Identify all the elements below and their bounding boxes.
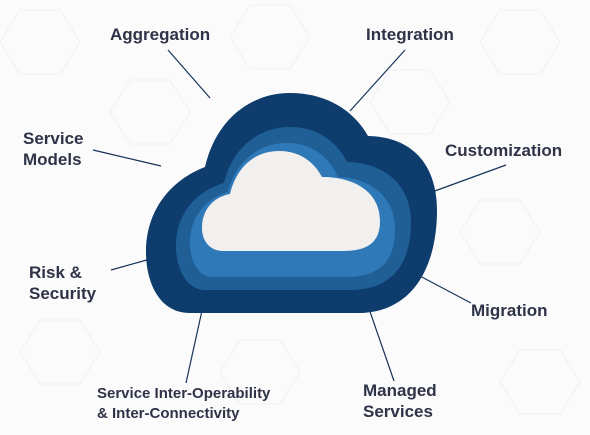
label-migration-line-1: Migration — [471, 301, 548, 320]
label-risk-security-line-1: Risk & — [29, 263, 82, 282]
label-service-models-line-2: Models — [23, 150, 82, 169]
connector-integration — [349, 49, 406, 112]
label-interop: Service Inter-Operability & Inter-Connec… — [97, 384, 270, 424]
label-integration: Integration — [366, 24, 454, 45]
label-managed-services: Managed Services — [363, 380, 437, 422]
cloud-icon — [146, 93, 437, 313]
connector-customization — [431, 164, 507, 193]
connector-service-models — [92, 149, 162, 167]
cloud-core — [202, 151, 380, 251]
connector-aggregation — [167, 49, 211, 99]
label-aggregation: Aggregation — [110, 24, 210, 45]
label-integration-line-1: Integration — [366, 25, 454, 44]
label-risk-security-line-2: Security — [29, 284, 97, 303]
label-customization: Customization — [445, 140, 562, 161]
label-interop-line-1: Service Inter-Operability — [97, 385, 271, 402]
label-service-models-line-1: Service — [23, 129, 84, 148]
label-customization-line-1: Customization — [445, 141, 563, 160]
label-managed-services-line-2: Services — [363, 402, 433, 421]
label-risk-security: Risk & Security — [29, 262, 96, 304]
label-migration: Migration — [471, 300, 548, 321]
connector-managed-services — [365, 299, 395, 382]
label-aggregation-line-1: Aggregation — [110, 25, 211, 44]
label-service-models: Service Models — [23, 128, 84, 170]
label-interop-line-2: & Inter-Connectivity — [97, 405, 240, 422]
connector-migration — [417, 274, 472, 304]
label-managed-services-line-1: Managed — [363, 381, 437, 400]
